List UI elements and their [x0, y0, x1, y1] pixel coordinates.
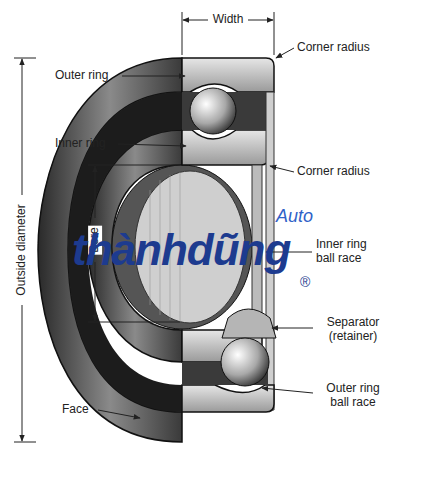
outer-ring-section-bottom	[182, 385, 274, 412]
watermark: Auto	[276, 206, 313, 227]
ball	[190, 88, 236, 134]
part-label: Outer ring ball race	[317, 382, 389, 410]
part-label: Inner ring	[55, 137, 106, 151]
part-label: Separator (retainer)	[317, 316, 389, 344]
part-label: Outer ring	[55, 69, 108, 83]
part-label: Corner radius	[297, 165, 370, 179]
inner-ring-section	[182, 130, 268, 165]
outer-ring-section	[182, 58, 274, 92]
dimension-label: Width	[211, 13, 246, 27]
part-label: Corner radius	[297, 41, 370, 55]
part-label: Inner ring ball race	[316, 238, 388, 266]
separator	[222, 309, 276, 338]
part-label: Face	[62, 403, 89, 417]
ball	[221, 338, 269, 386]
watermark: ®	[300, 274, 310, 290]
dimension-label: Outside diameter	[15, 202, 29, 297]
watermark: thànhdũng	[72, 225, 290, 276]
